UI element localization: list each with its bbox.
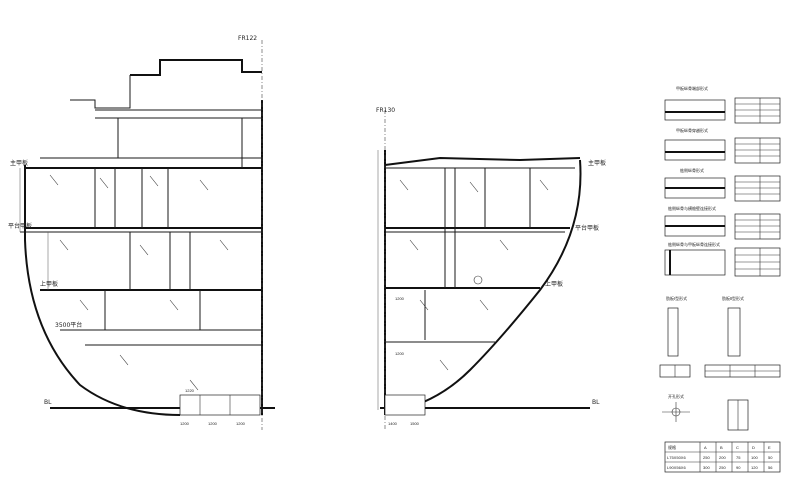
left-tank-top-label: 平台甲板	[8, 222, 32, 230]
table-header-3: C	[736, 445, 739, 450]
left-dim-2: 1200	[208, 421, 218, 426]
left-section: FR122 主甲板 平台甲板 上甲板 3500平台 BL 1200 1200 1…	[8, 35, 275, 430]
right-details: 甲板纵骨端部形式 甲板纵骨穿越形式 舷侧纵骨形式 舷侧纵骨与横舱壁连接形式	[659, 85, 781, 473]
table-cell-0-1: 250	[703, 455, 710, 460]
table-header-2: B	[720, 445, 723, 450]
left-bl-label: BL	[44, 399, 52, 406]
detail-title-1: 甲板纵骨端部形式	[676, 85, 708, 91]
table-cell-0-3: 75	[736, 455, 741, 460]
mid-hull-curve	[399, 159, 582, 411]
table-header-0: 规格	[668, 444, 676, 450]
mid-dim-3: 1200	[395, 296, 405, 301]
table-cell-1-3: 90	[736, 465, 741, 470]
table-cell-0-4: 100	[751, 455, 758, 460]
mid-tank-top-label: 平台甲板	[575, 224, 599, 232]
left-keel-box	[179, 394, 261, 416]
table-cell-1-4: 120	[751, 465, 758, 470]
mid-upper-deck-label: 上甲板	[545, 280, 563, 288]
table-cell-0-2: 200	[719, 455, 726, 460]
table-header-5: E	[768, 445, 771, 450]
left-main-deck-label: 主甲板	[10, 159, 28, 167]
mid-dim-1: 1400	[388, 421, 398, 426]
mid-dim-4: 1200	[395, 351, 405, 356]
left-upper-step	[70, 75, 131, 109]
mid-main-deck-label: 主甲板	[588, 159, 606, 167]
left-top-deck	[130, 59, 262, 76]
spec-table: 规格 A B C D E L75X50X6 250 200 75 100 50 …	[664, 441, 781, 473]
detail-title-2: 甲板纵骨穿越形式	[676, 127, 708, 133]
table-cell-1-2: 250	[719, 465, 726, 470]
left-dim-3: 1200	[236, 421, 246, 426]
mid-keel-box	[384, 394, 426, 416]
detail-title-6: 肋板Ⅰ型形式	[666, 295, 687, 301]
left-upper-deck-label: 上甲板	[40, 280, 58, 288]
left-dim-1: 1200	[180, 421, 190, 426]
table-cell-0-0: L75X50X6	[667, 455, 686, 460]
left-dim-4: 1220	[185, 388, 195, 393]
table-cell-1-1: 300	[703, 465, 710, 470]
left-hull-curve	[24, 165, 181, 416]
mid-bl-label: BL	[592, 399, 600, 406]
table-header-1: A	[704, 445, 707, 450]
mid-main-deck	[384, 156, 581, 166]
table-cell-1-0: L90X56X6	[667, 465, 686, 470]
left-frame-label: FR122	[238, 35, 257, 42]
mid-frame-label: FR130	[376, 107, 395, 114]
table-cell-0-5: 50	[768, 455, 773, 460]
detail-title-8: 开孔形式	[668, 393, 684, 399]
detail-title-7: 肋板Ⅱ型形式	[722, 295, 744, 301]
table-cell-1-5: 56	[768, 465, 773, 470]
table-header-4: D	[752, 445, 755, 450]
detail-title-3: 舷侧纵骨形式	[680, 167, 704, 173]
detail-title-4: 舷侧纵骨与横舱壁连接形式	[668, 205, 716, 211]
left-platform-label: 3500平台	[55, 321, 82, 329]
middle-section: FR130 主甲板 平台甲板 上甲板 BL 1400 1500 1200 120…	[376, 107, 606, 430]
detail-title-5: 舷侧纵骨与甲板纵骨连接形式	[668, 241, 720, 247]
mid-dim-2: 1500	[410, 421, 420, 426]
